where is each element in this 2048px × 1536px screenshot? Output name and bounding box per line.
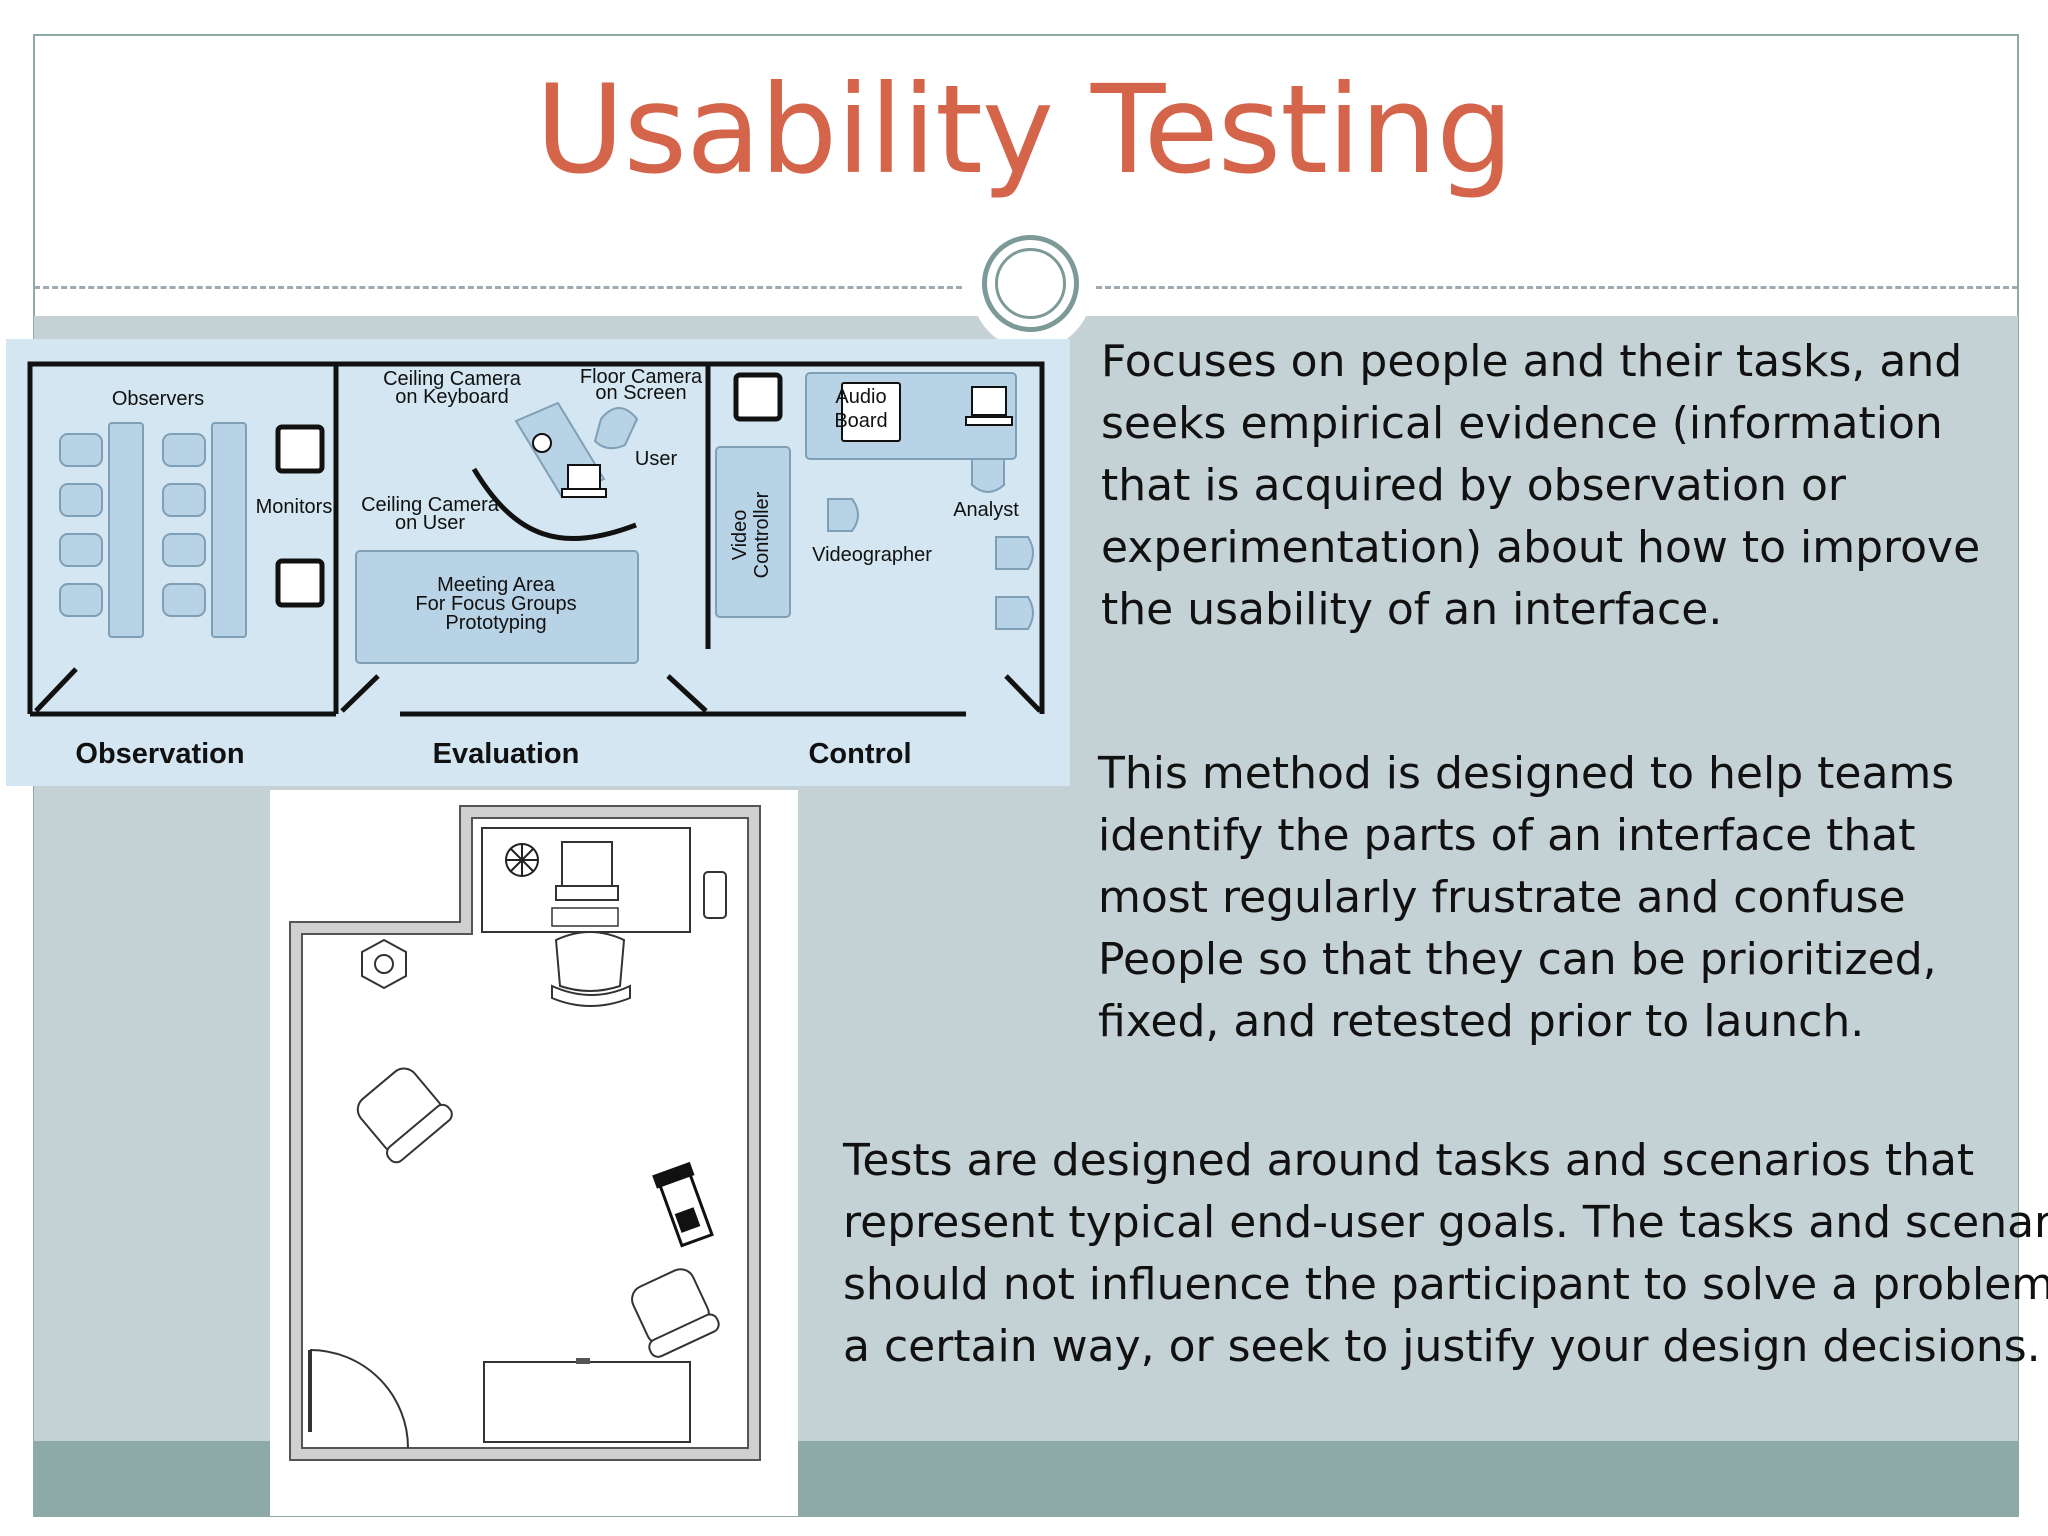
label-ceiling-camera-user-2: on User <box>395 512 465 534</box>
label-monitors: Monitors <box>256 496 333 518</box>
divider-line-left <box>34 286 962 289</box>
lab-plan-drawing: Observers Monitors Ceiling Camera on Key… <box>27 361 1045 770</box>
room-label-control: Control <box>808 738 911 770</box>
label-video-controller-1: Video <box>729 510 751 561</box>
divider-ornament <box>982 235 1079 332</box>
slide-title: Usability Testing <box>535 59 1513 201</box>
label-ceiling-camera-keyboard-1: Ceiling Camera <box>383 368 522 390</box>
label-meeting-area-1: Meeting Area <box>437 574 556 596</box>
label-analyst: Analyst <box>953 499 1019 521</box>
paragraph-focus: Focuses on people and their tasks, and s… <box>1101 336 1981 635</box>
label-floor-camera-1: Floor Camera <box>580 366 703 388</box>
label-ceiling-camera-user-1: Ceiling Camera <box>361 494 500 516</box>
room-label-evaluation: Evaluation <box>433 738 580 770</box>
room-label-observation: Observation <box>75 738 244 770</box>
label-user: User <box>635 448 678 470</box>
usability-lab-floor-plan: Observers Monitors Ceiling Camera on Key… <box>6 339 1070 786</box>
label-meeting-area-3: Prototyping <box>445 612 546 634</box>
label-meeting-area-2: For Focus Groups <box>415 593 576 615</box>
label-audio-board-1: Audio <box>835 386 886 408</box>
divider-line-right <box>1096 286 2018 289</box>
label-observers: Observers <box>112 388 204 410</box>
test-room-drawing <box>289 805 761 1461</box>
paragraph-tests: Tests are designed around tasks and scen… <box>843 1135 2048 1372</box>
paragraph-method: This method is designed to help teams id… <box>1098 748 1955 1047</box>
label-ceiling-camera-keyboard-2: on Keyboard <box>395 386 508 408</box>
label-audio-board-2: Board <box>834 410 887 432</box>
label-videographer: Videographer <box>812 544 932 566</box>
label-video-controller-2: Controller <box>751 491 773 578</box>
test-room-floor-plan <box>270 790 798 1516</box>
label-floor-camera-2: on Screen <box>595 382 686 404</box>
